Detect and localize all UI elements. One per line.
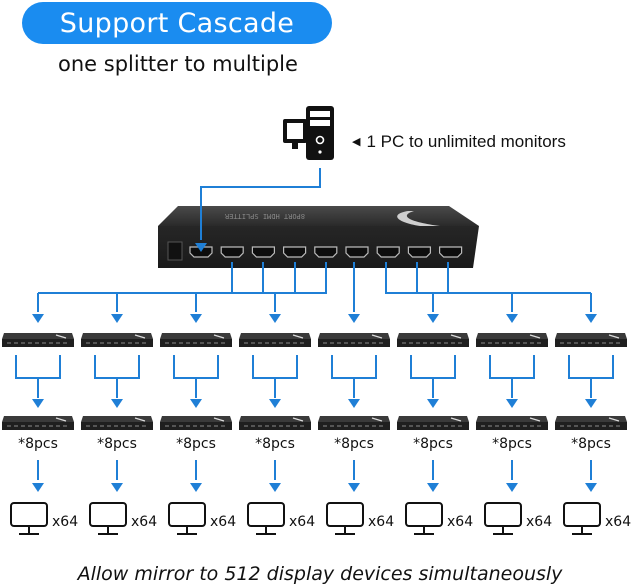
connector-line [200, 168, 321, 240]
footer-caption: Allow mirror to 512 display devices simu… [77, 563, 563, 585]
splitter-count-label: *8pcs [334, 436, 374, 452]
level1-splitter [318, 333, 390, 347]
connector-line [410, 355, 456, 379]
level2-splitter-group [2, 416, 74, 430]
level2-splitter-group [397, 416, 469, 430]
monitor-count-label: x64 [526, 514, 553, 530]
splitter-count-label: *8pcs [571, 436, 611, 452]
arrow-down-icon [190, 314, 202, 323]
monitor-icon [326, 502, 364, 535]
splitter-count-label: *8pcs [176, 436, 216, 452]
arrow-down-icon [32, 399, 44, 408]
arrow-down-icon [506, 483, 518, 492]
hdmi-output-port [407, 246, 431, 258]
hdmi-output-port [376, 246, 400, 258]
arrow-down-icon [32, 483, 44, 492]
level2-splitter-group [239, 416, 311, 430]
arrow-down-icon [585, 399, 597, 408]
arrow-down-icon [427, 399, 439, 408]
level1-splitter [239, 333, 311, 347]
monitor-icon [563, 502, 601, 535]
hdmi-output-port [439, 246, 463, 258]
level2-splitter-group [476, 416, 548, 430]
splitter-count-label: *8pcs [97, 436, 137, 452]
monitor-count-label: x64 [605, 514, 632, 530]
splitter-printed-text: 8PORT HDMI SPLITTER [224, 212, 305, 220]
monitor-count-label: x64 [52, 514, 79, 530]
arrow-down-icon [111, 399, 123, 408]
pc-caption: ◀ 1 PC to unlimited monitors [352, 132, 566, 152]
level1-splitter [397, 333, 469, 347]
hdmi-output-port [251, 246, 275, 258]
connector-line [568, 355, 614, 379]
arrow-down-icon [111, 483, 123, 492]
splitter-count-label: *8pcs [255, 436, 295, 452]
level2-splitter-group [318, 416, 390, 430]
power-jack [167, 241, 183, 261]
connector-line [331, 355, 377, 379]
level2-splitter-group [81, 416, 153, 430]
splitter-count-label: *8pcs [492, 436, 532, 452]
monitor-icon [484, 502, 522, 535]
arrow-down-icon [190, 483, 202, 492]
connector-line [252, 355, 298, 379]
monitor-count-label: x64 [447, 514, 474, 530]
arrow-down-icon [348, 483, 360, 492]
monitor-icon [89, 502, 127, 535]
connector-line [173, 355, 219, 379]
monitor-count-label: x64 [131, 514, 158, 530]
monitor-count-label: x64 [368, 514, 395, 530]
splitter-count-label: *8pcs [18, 436, 58, 452]
monitor-count-label: x64 [289, 514, 316, 530]
connector-line [94, 355, 140, 379]
main-splitter-device: 8PORT HDMI SPLITTER [158, 206, 479, 268]
connector-line [15, 355, 61, 379]
arrow-down-icon [269, 483, 281, 492]
arrow-down-icon [506, 314, 518, 323]
monitor-count-label: x64 [210, 514, 237, 530]
title-text: Support Cascade [59, 7, 295, 39]
arrow-down-icon [427, 314, 439, 323]
hdmi-output-port [314, 246, 338, 258]
level2-splitter-group [555, 416, 627, 430]
connector-line [489, 355, 535, 379]
arrow-down-icon [506, 399, 518, 408]
hdmi-output-port [283, 246, 307, 258]
arrow-down-icon [269, 399, 281, 408]
level2-splitter-group [160, 416, 232, 430]
monitor-icon [405, 502, 443, 535]
splitter-count-label: *8pcs [413, 436, 453, 452]
arrow-down-icon [32, 314, 44, 323]
hdmi-output-port [220, 246, 244, 258]
title-badge: Support Cascade [22, 2, 332, 44]
arrow-down-icon [111, 314, 123, 323]
arrow-down-icon [348, 399, 360, 408]
hdmi-output-port [345, 246, 369, 258]
arrow-down-icon [269, 314, 281, 323]
arrow-down-icon [585, 483, 597, 492]
subtitle: one splitter to multiple [58, 52, 298, 76]
left-triangle-icon: ◀ [352, 136, 361, 148]
level1-splitter [2, 333, 74, 347]
level1-splitter [555, 333, 627, 347]
level1-splitter [81, 333, 153, 347]
arrow-down-icon [190, 399, 202, 408]
desktop-computer-icon [283, 106, 334, 160]
monitor-icon [10, 502, 48, 535]
pc-caption-text: 1 PC to unlimited monitors [366, 132, 566, 151]
level1-splitter [476, 333, 548, 347]
arrow-down-icon [427, 483, 439, 492]
arrow-down-icon [585, 314, 597, 323]
level1-splitter [160, 333, 232, 347]
monitor-icon [168, 502, 206, 535]
arrow-down-icon [348, 314, 360, 323]
arrow-down-icon [195, 243, 207, 252]
monitor-icon [247, 502, 285, 535]
